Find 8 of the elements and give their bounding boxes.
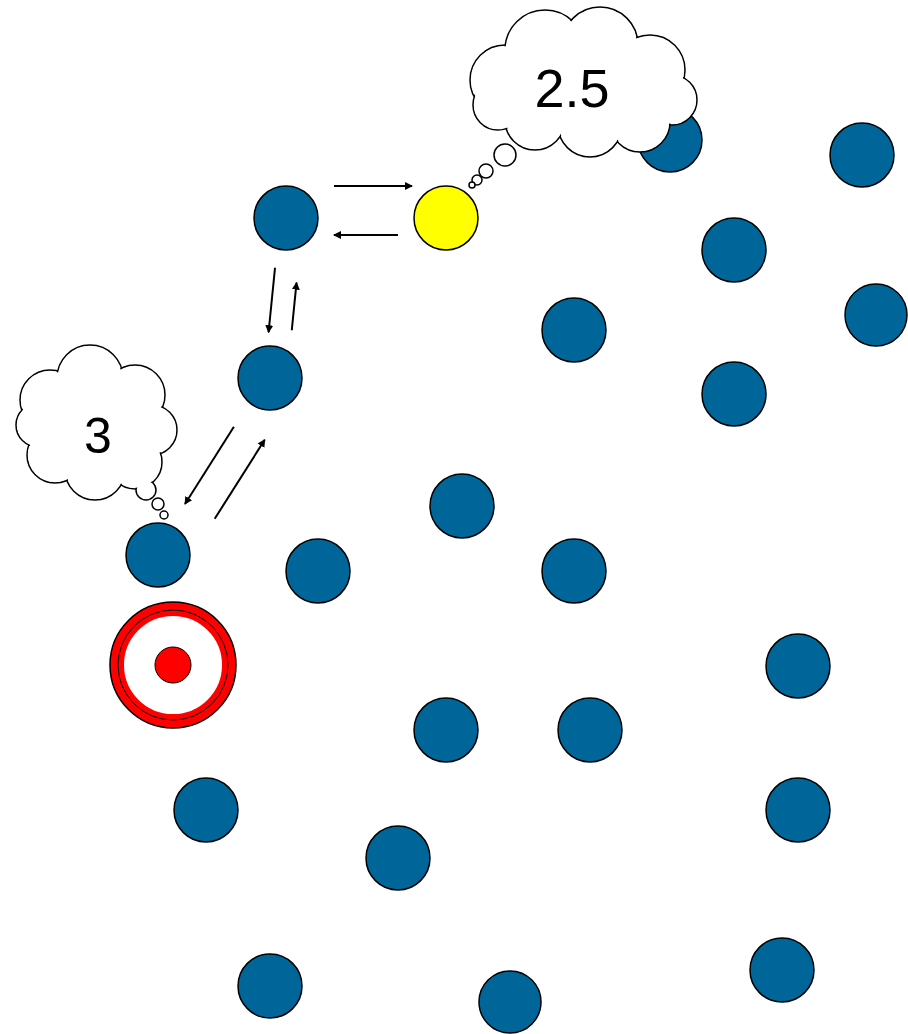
arrow — [213, 438, 266, 520]
cloud-value: 2.5 — [534, 61, 610, 115]
arrow — [333, 231, 399, 239]
arrow — [265, 266, 276, 334]
cloud-value: 3 — [84, 411, 112, 461]
arrow — [333, 182, 413, 190]
arrow — [184, 425, 235, 505]
arrow — [290, 281, 300, 332]
